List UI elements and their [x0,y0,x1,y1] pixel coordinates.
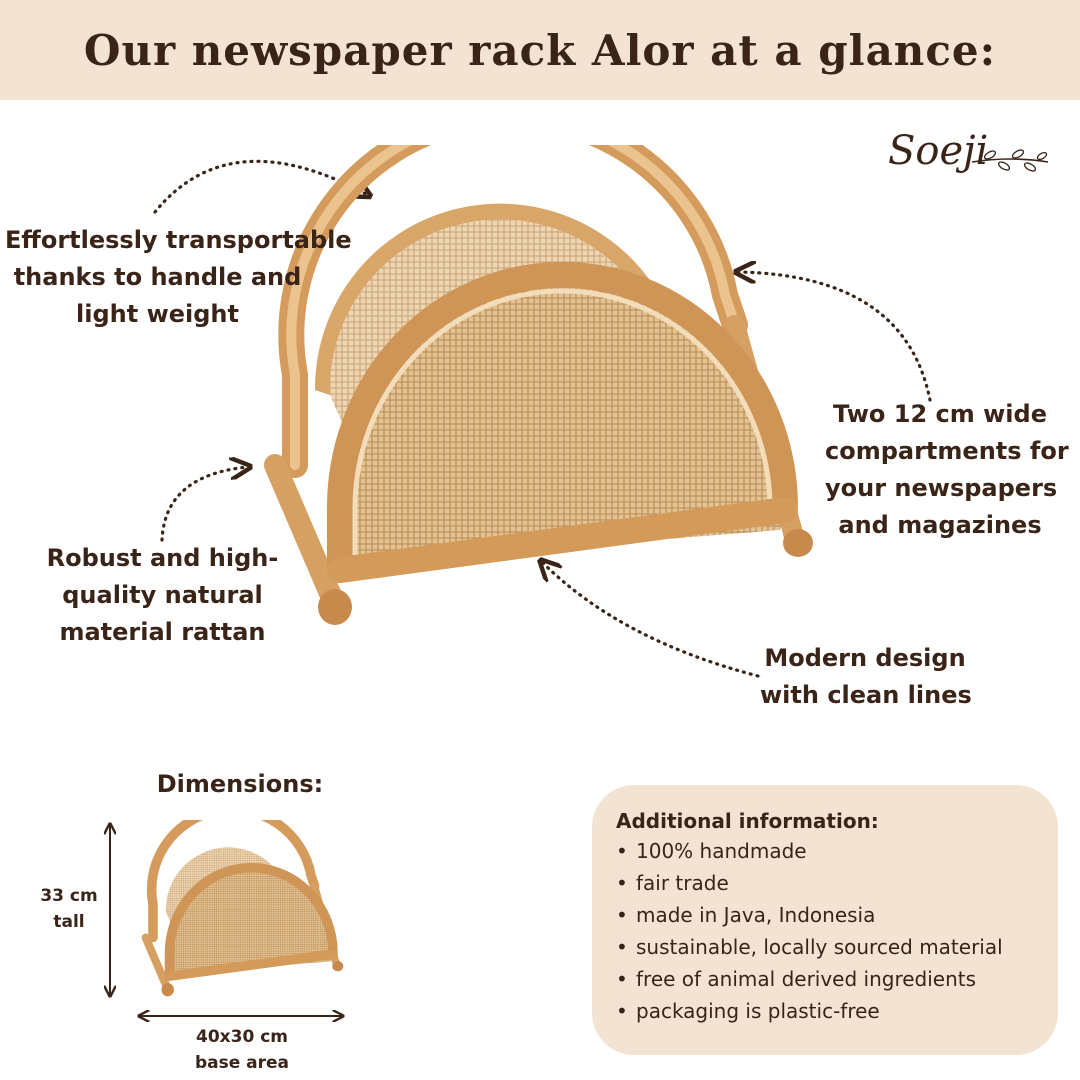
callout-compartments: Two 12 cm wide compartments for your new… [825,400,1069,539]
list-item: sustainable, locally sourced material [616,931,1038,963]
list-item: free of animal derived ingredients [616,963,1038,995]
brand-logo: Soeji [888,118,1058,198]
list-item: fair trade [616,867,1038,899]
dotted-arrow-icon [738,272,932,402]
list-item: made in Java, Indonesia [616,899,1038,931]
list-item: 100% handmade [616,835,1038,867]
list-item: packaging is plastic-free [616,995,1038,1027]
callout-design: Modern design with clean lines [760,644,972,709]
page-title: Our newspaper rack Alor at a glance: [83,25,997,75]
callout-transport: Effortlessly transportable thanks to han… [5,226,352,328]
info-list: 100% handmade fair trade made in Java, I… [616,835,1038,1027]
callout-material: Robust and high- quality natural materia… [46,544,279,646]
product-image-small [141,820,344,997]
dotted-arrow-icon [153,159,368,214]
base-area-label: 40x30 cm base area [194,1027,290,1073]
product-image-rack [264,145,813,625]
dotted-arrow-icon [542,562,760,678]
leaf-branch-icon [971,149,1049,172]
additional-info-box: Additional information: 100% handmade fa… [592,785,1058,1055]
info-title: Additional information: [616,809,879,833]
brand-wordmark: Soeji [888,128,989,174]
dotted-arrow-icon [160,467,248,542]
header-banner: Our newspaper rack Alor at a glance: [0,0,1080,100]
height-label: 33 cm tall [40,886,98,932]
dimensions-title: Dimensions: [156,770,324,798]
